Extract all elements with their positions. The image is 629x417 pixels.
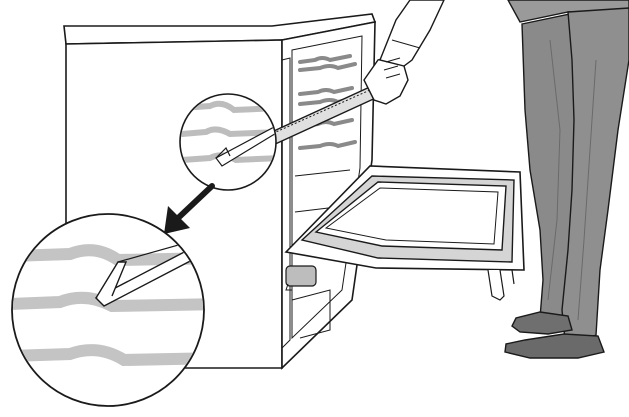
person-shoe-back [511,311,573,335]
tray-surface [314,181,507,251]
zoom-circle-small [179,93,277,191]
person-leg-front [561,7,629,343]
forearm [379,0,445,67]
person-legs [504,0,629,359]
oven-tray [284,165,525,301]
arrow-down-left-icon [164,183,215,234]
person-shoe-front [504,333,605,359]
oven-handle [285,265,317,287]
cavity-shelf-rails [298,54,357,150]
zoom-circle-large [11,213,205,407]
